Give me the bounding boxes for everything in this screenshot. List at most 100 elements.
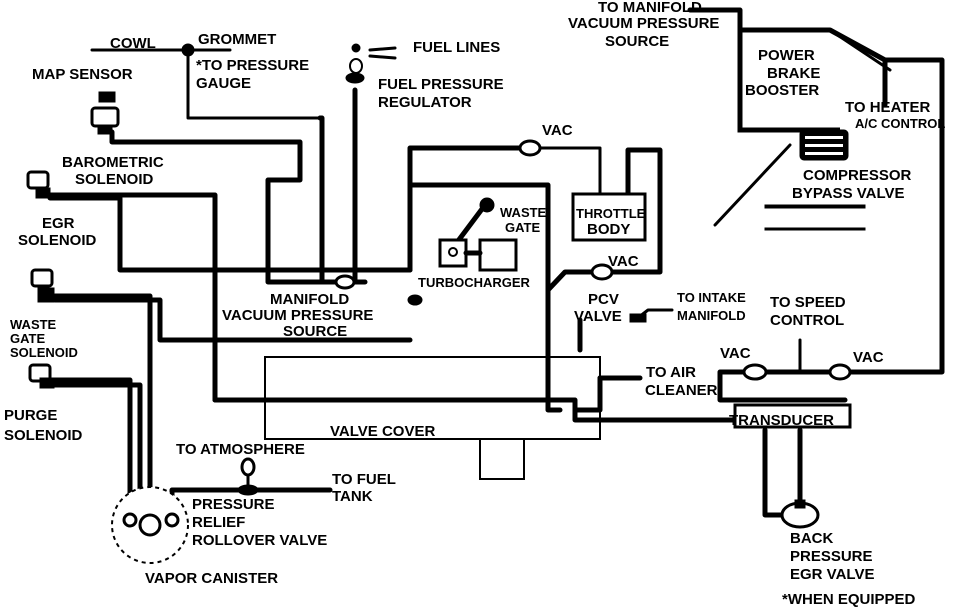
map-sensor-icon — [90, 91, 120, 135]
manifold-vacuum-source-icon — [334, 274, 423, 306]
compressor-bypass-valve-icon — [713, 129, 866, 231]
label-waste-gate-2: GATE — [505, 220, 540, 235]
hose-air-cleaner-2 — [572, 375, 603, 413]
hose-vac-top-tb — [538, 146, 602, 197]
hose-to-transducer — [717, 369, 848, 403]
label-manifold-top-2: VACUUM PRESSURE — [568, 15, 719, 32]
label-manifold-mid: MANIFOLD — [270, 291, 349, 308]
pressure-relief-rollover-valve-icon — [237, 457, 259, 496]
label-map-sensor: MAP SENSOR — [32, 66, 133, 83]
label-manifold-mid-2: VACUUM PRESSURE — [222, 307, 373, 324]
label-to-speed-control-2: CONTROL — [770, 312, 844, 329]
back-pressure-egr-valve-icon — [780, 499, 820, 529]
label-valve-cover: VALVE COVER — [330, 423, 435, 440]
label-back-pressure-egr-3: EGR VALVE — [790, 566, 874, 583]
label-egr-solenoid-2: SOLENOID — [18, 232, 97, 249]
hose-vac-right — [847, 57, 945, 375]
label-to-pressure-gauge: *TO PRESSURE — [196, 57, 309, 74]
hose-egr — [47, 195, 413, 273]
label-power-brake-booster-2: BRAKE — [767, 65, 820, 82]
hose-purge — [49, 377, 133, 503]
transducer-icon — [733, 403, 852, 429]
label-throttle-body: THROTTLE — [576, 206, 646, 221]
waste-gate-solenoid-icon — [30, 268, 55, 303]
label-pressure-relief: PRESSURE — [192, 496, 275, 513]
label-to-speed-control: TO SPEED — [770, 294, 846, 311]
label-throttle-body-2: BODY — [587, 221, 630, 238]
label-waste-gate-solenoid-2: GATE — [10, 331, 45, 346]
label-fuel-pressure-regulator: FUEL PRESSURE — [378, 76, 504, 93]
turbocharger-icon — [463, 238, 518, 272]
valve-cover — [264, 356, 601, 480]
label-back-pressure-egr-2: PRESSURE — [790, 548, 873, 565]
label-waste-gate: WASTE — [500, 205, 547, 220]
label-vac-left: VAC — [720, 345, 751, 362]
hose-wastegate — [407, 182, 563, 413]
hose-purge-2 — [49, 382, 143, 503]
label-to-air-cleaner: TO AIR — [646, 364, 696, 381]
label-to-heater-2: A/C CONTROL — [855, 116, 945, 131]
grommet-icon — [181, 43, 195, 57]
label-egr-solenoid: EGR — [42, 215, 75, 232]
vac-connector-left — [742, 363, 768, 381]
label-barometric-solenoid: BAROMETRIC — [62, 154, 164, 171]
label-vac-pcv: VAC — [608, 253, 639, 270]
hose-map-sensor — [109, 129, 325, 285]
hose-wastegate-sol — [52, 297, 413, 343]
hose-wastegate-arm — [452, 202, 488, 248]
label-barometric-solenoid-2: SOLENOID — [75, 171, 154, 188]
label-to-fuel-tank-2: TANK — [332, 488, 373, 505]
label-power-brake-booster-3: BOOSTER — [745, 82, 819, 99]
label-transducer: TRANSDUCER — [729, 412, 834, 429]
waste-gate-icon — [438, 197, 495, 268]
purge-solenoid-icon — [28, 363, 55, 389]
label-vac-top: VAC — [542, 122, 573, 139]
label-to-atmosphere: TO ATMOSPHERE — [176, 441, 305, 458]
hose-vac-top — [407, 145, 523, 273]
label-turbocharger: TURBOCHARGER — [418, 275, 531, 290]
label-to-heater: TO HEATER — [845, 99, 930, 116]
label-compressor-bypass-2: BYPASS VALVE — [792, 185, 905, 202]
vapor-canister-icon — [111, 486, 189, 564]
label-purge-solenoid-2: SOLENOID — [4, 427, 83, 444]
label-waste-gate-solenoid: WASTE — [10, 317, 57, 332]
label-fuel-pressure-regulator-2: REGULATOR — [378, 94, 472, 111]
fuel-pressure-regulator-icon — [345, 43, 397, 84]
label-power-brake-booster: POWER — [758, 47, 815, 64]
label-pcv-valve-2: VALVE — [574, 308, 622, 325]
hose-gauge-to-center — [317, 115, 325, 285]
label-pcv-valve: PCV — [588, 291, 619, 308]
pcv-valve-icon — [629, 313, 647, 323]
label-to-intake-manifold: TO INTAKE — [677, 290, 746, 305]
vac-connector-right — [828, 363, 852, 381]
label-waste-gate-solenoid-3: SOLENOID — [10, 345, 78, 360]
label-cowl: COWL — [110, 35, 156, 52]
vac-connector-pcv — [590, 263, 614, 281]
label-when-equipped: *WHEN EQUIPPED — [782, 591, 916, 608]
label-to-air-cleaner-2: CLEANER — [645, 382, 718, 399]
label-vac-right: VAC — [853, 349, 884, 366]
barometric-solenoid-icon — [26, 170, 51, 199]
label-compressor-bypass: COMPRESSOR — [803, 167, 912, 184]
hose-transducer-down — [762, 427, 793, 518]
label-to-pressure-gauge-2: GAUGE — [196, 75, 251, 92]
label-manifold-mid-3: SOURCE — [283, 323, 347, 340]
hose-wastegate-sol-2 — [52, 293, 153, 503]
labels: COWL GROMMET *TO PRESSURE GAUGE FUEL LIN… — [4, 0, 945, 608]
hose-pressure-gauge — [186, 48, 322, 120]
label-manifold-top-3: SOURCE — [605, 33, 669, 50]
label-to-intake-manifold-2: MANIFOLD — [677, 308, 746, 323]
label-pressure-relief-3: ROLLOVER VALVE — [192, 532, 327, 549]
vac-connector-top — [518, 139, 542, 157]
label-manifold-top: TO MANIFOLD — [598, 0, 702, 16]
label-grommet: GROMMET — [198, 31, 276, 48]
label-to-fuel-tank: TO FUEL — [332, 471, 396, 488]
label-fuel-lines: FUEL LINES — [413, 39, 500, 56]
hose-pcv — [545, 269, 595, 293]
label-vapor-canister: VAPOR CANISTER — [145, 570, 278, 587]
label-back-pressure-egr: BACK — [790, 530, 833, 547]
hose-tb-right — [609, 147, 663, 275]
throttle-body — [571, 192, 647, 242]
label-pressure-relief-2: RELIEF — [192, 514, 245, 531]
